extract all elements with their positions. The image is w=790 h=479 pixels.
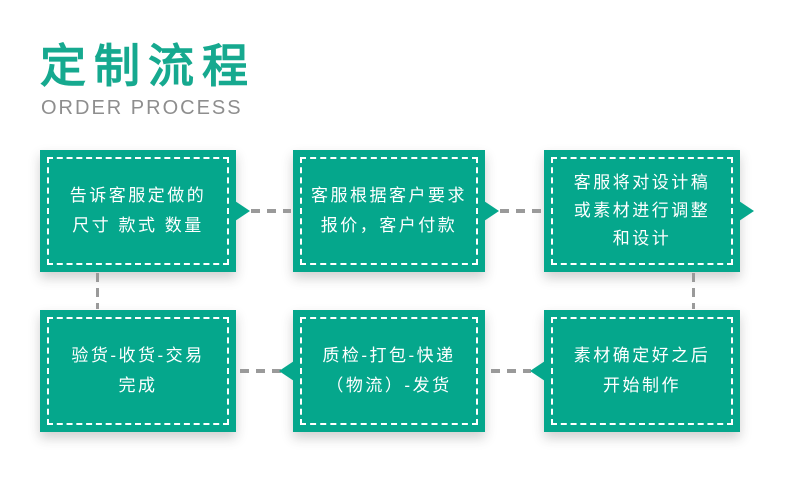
dashed-connector-step1-step4 xyxy=(96,273,99,309)
flow-step-2: 客服根据客户要求 报价，客户付款 xyxy=(293,150,485,272)
dashed-connector-step1-step2 xyxy=(251,209,291,213)
flow-step-1: 告诉客服定做的 尺寸 款式 数量 xyxy=(40,150,236,272)
flow-step-4: 验货-收货-交易 完成 xyxy=(40,310,236,432)
flow-step-6-line-2: 开始制作 xyxy=(603,376,681,395)
dashed-connector-step3-step6 xyxy=(692,273,695,309)
flow-step-3-line-1: 客服将对设计稿 xyxy=(573,173,711,192)
arrow-right-icon-step2-step3 xyxy=(484,201,499,221)
flow-step-1-dashed-frame: 告诉客服定做的 尺寸 款式 数量 xyxy=(47,157,229,265)
flow-step-1-line-1: 告诉客服定做的 xyxy=(69,186,207,205)
dashed-connector-step6-step5 xyxy=(491,369,531,373)
flow-step-2-dashed-frame: 客服根据客户要求 报价，客户付款 xyxy=(300,157,478,265)
flow-step-6-line-1: 素材确定好之后 xyxy=(573,346,711,365)
flow-step-5: 质检-打包-快递 （物流）-发货 xyxy=(293,310,485,432)
page-subtitle: ORDER PROCESS xyxy=(41,97,243,119)
arrow-right-icon-step1-step2 xyxy=(235,201,250,221)
dashed-connector-step2-step3 xyxy=(500,209,542,213)
dashed-connector-step5-step4 xyxy=(240,369,281,373)
arrow-left-icon-step6-step5 xyxy=(530,361,545,381)
arrow-right-icon-step3-edge xyxy=(739,201,754,221)
flow-step-4-dashed-frame: 验货-收货-交易 完成 xyxy=(47,317,229,425)
flow-step-5-dashed-frame: 质检-打包-快递 （物流）-发货 xyxy=(300,317,478,425)
flow-step-3-line-3: 和设计 xyxy=(612,229,672,248)
arrow-left-icon-step5-step4 xyxy=(279,361,294,381)
flow-step-5-line-1: 质检-打包-快递 xyxy=(322,346,456,365)
flow-step-2-line-2: 报价，客户付款 xyxy=(320,216,458,235)
flow-step-5-line-2: （物流）-发货 xyxy=(326,376,452,395)
flow-step-2-line-1: 客服根据客户要求 xyxy=(311,186,467,205)
flow-step-4-line-1: 验货-收货-交易 xyxy=(71,346,205,365)
flow-step-1-line-2: 尺寸 款式 数量 xyxy=(72,216,204,235)
flow-step-6-dashed-frame: 素材确定好之后 开始制作 xyxy=(551,317,733,425)
page-title: 定制流程 xyxy=(40,40,256,92)
flow-step-3: 客服将对设计稿 或素材进行调整 和设计 xyxy=(544,150,740,272)
flow-step-3-line-2: 或素材进行调整 xyxy=(573,201,711,220)
flow-step-3-dashed-frame: 客服将对设计稿 或素材进行调整 和设计 xyxy=(551,157,733,265)
flow-step-6: 素材确定好之后 开始制作 xyxy=(544,310,740,432)
flow-step-4-line-2: 完成 xyxy=(118,376,158,395)
